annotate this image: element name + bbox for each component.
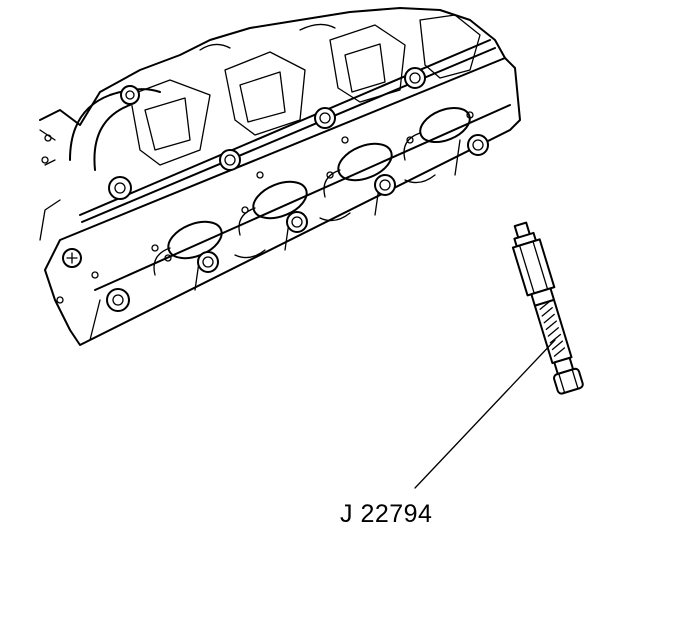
locator-mark — [62, 248, 82, 268]
rocker-area — [39, 7, 506, 241]
small-holes — [41, 111, 474, 304]
tool-callout-label: J 22794 — [340, 500, 433, 528]
port-surrounds — [153, 132, 436, 276]
tool-j22794 — [511, 221, 584, 395]
callout-leader-line — [414, 339, 556, 489]
bolt-heads — [106, 67, 489, 312]
